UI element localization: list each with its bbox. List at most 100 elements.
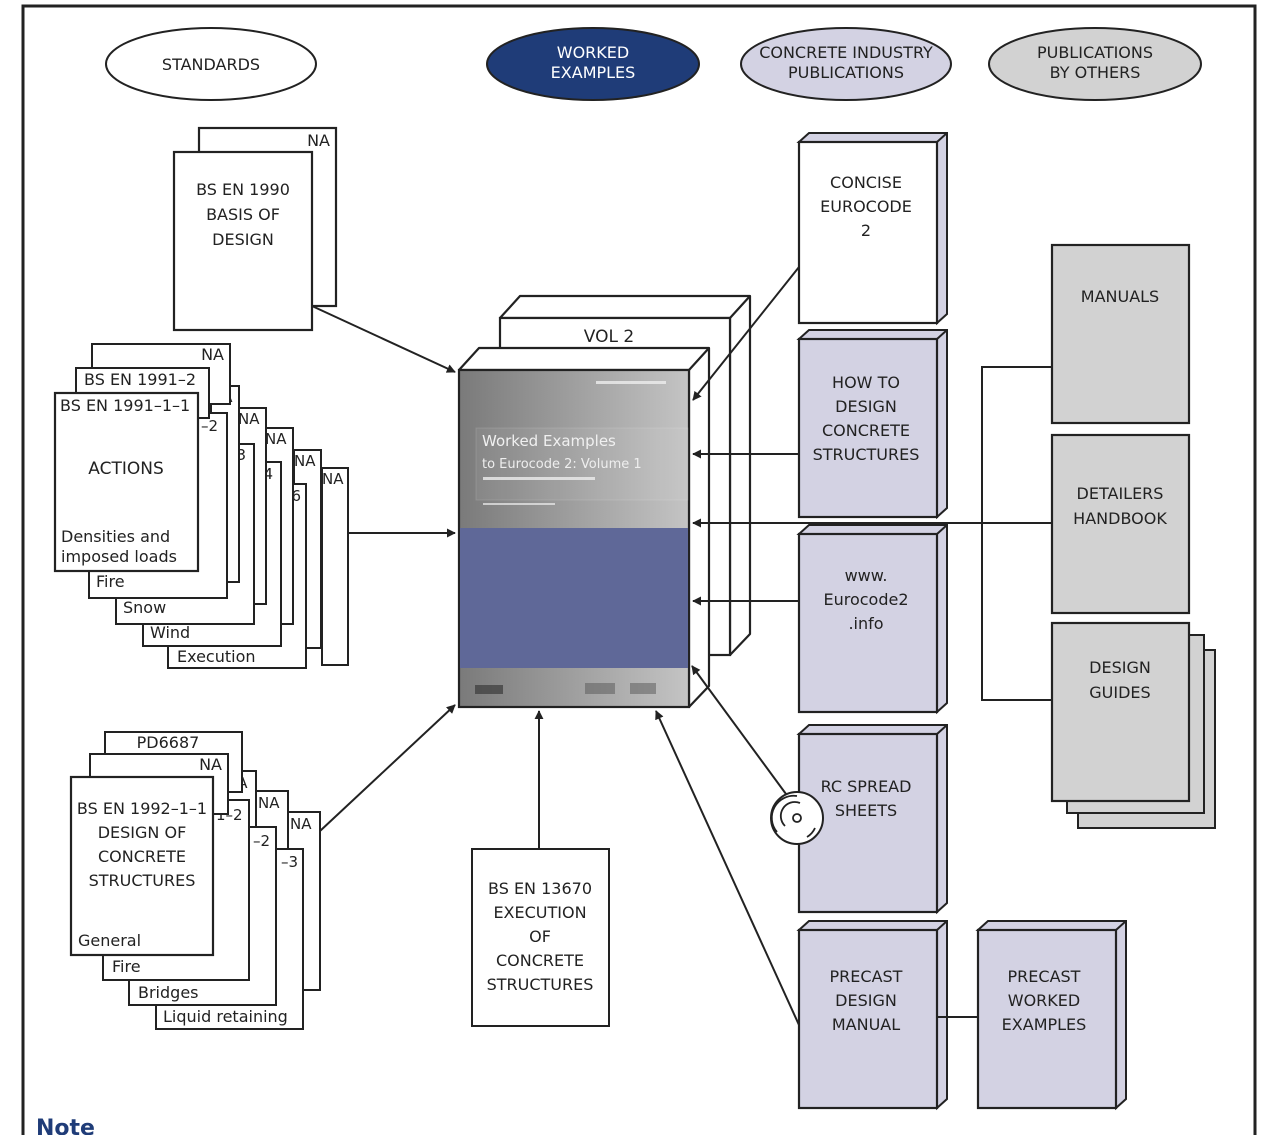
doc-title: PD6687 (137, 733, 200, 752)
doc-line: BS EN 1992–1–1 (77, 799, 207, 818)
doc-sub: Densities and (61, 527, 170, 546)
concrete-pub-spreadsheets: RC SPREAD SHEETS (770, 724, 948, 915)
legend-concrete-line2: PUBLICATIONS (788, 63, 904, 82)
pub-line: www. (845, 566, 888, 585)
doc-line: DESIGN OF (98, 823, 187, 842)
doc-line: BS EN 1990 (196, 180, 290, 199)
note-heading: Note (36, 1116, 95, 1135)
pub-line: HANDBOOK (1073, 509, 1167, 528)
doc-line: OF (529, 927, 551, 946)
doc-line: BS EN 13670 (488, 879, 592, 898)
pub-line: RC SPREAD (821, 777, 912, 796)
legend-concrete-industry: CONCRETE INDUSTRY PUBLICATIONS (740, 27, 952, 101)
connectors (311, 266, 1052, 1026)
part-name: Wind (150, 623, 190, 642)
doc-line: EXECUTION (493, 903, 586, 922)
cover-title: Worked Examples (482, 432, 616, 450)
legend-standards-label: STANDARDS (162, 55, 260, 74)
pub-line: EXAMPLES (1002, 1015, 1087, 1034)
concrete-design-doc-stack: NA NA –3 Liquid retaining NA –2 Bridges … (69, 731, 321, 1030)
pub-line: EUROCODE (820, 197, 912, 216)
na-label: NA (294, 452, 316, 470)
doc-line: STRUCTURES (487, 975, 594, 994)
legend-worked-examples: WORKED EXAMPLES (486, 27, 700, 101)
vol1-book: Worked Examples to Eurocode 2: Volume 1 (457, 346, 711, 709)
pub-line: DESIGN (1089, 658, 1151, 677)
legend-others-line1: PUBLICATIONS (1037, 43, 1153, 62)
concrete-pub-precast-examples: PRECAST WORKED EXAMPLES (975, 920, 1127, 1111)
others-pub-detailers: DETAILERS HANDBOOK (1050, 433, 1191, 615)
actions-doc-stack: NA NA –6 Execution NA –4 Wind NA –3 Snow… (53, 343, 349, 669)
na-label: NA (201, 345, 224, 364)
part-name: Fire (112, 957, 141, 976)
doc-sub: imposed loads (61, 547, 177, 566)
part-name: Bridges (138, 983, 199, 1002)
legend-worked-line2: EXAMPLES (551, 63, 636, 82)
cover-band (460, 528, 688, 668)
doc-line: BASIS OF (206, 205, 280, 224)
pub-line: STRUCTURES (813, 445, 920, 464)
pub-line: CONCRETE (822, 421, 910, 440)
diagram-frame (21, 4, 1257, 1135)
sponsor-logo (630, 683, 656, 694)
doc-line: DESIGN (212, 230, 274, 249)
cd-icon (770, 791, 824, 845)
publisher-logo (475, 685, 503, 694)
doc-heading: ACTIONS (88, 459, 164, 479)
arrow-spreadsheets-to-book (691, 665, 787, 795)
legend-others: PUBLICATIONS BY OTHERS (988, 27, 1202, 101)
arrow-basis-to-book (311, 305, 456, 373)
pub-line: GUIDES (1089, 683, 1150, 702)
na-label: NA (258, 794, 280, 812)
na-label: NA (290, 815, 312, 833)
legend-concrete-line1: CONCRETE INDUSTRY (759, 43, 933, 62)
others-pub-design-guides: DESIGN GUIDES (1050, 621, 1216, 829)
pub-line: HOW TO (832, 373, 900, 392)
vol2-label: VOL 2 (584, 327, 634, 347)
na-label: NA (199, 755, 222, 774)
sponsor-logo (585, 683, 615, 694)
execution-doc: BS EN 13670 EXECUTION OF CONCRETE STRUCT… (471, 848, 610, 1027)
others-pub-manuals: MANUALS (1050, 243, 1191, 425)
doc-line: CONCRETE (98, 847, 186, 866)
legend-others-line2: BY OTHERS (1050, 63, 1141, 82)
pub-line: CONCISE (830, 173, 902, 192)
central-book: VOL 2 Worked Examples to Eurocode 2: Vol… (457, 294, 752, 709)
part-name: Execution (177, 647, 256, 666)
pub-line: 2 (861, 221, 871, 240)
pub-line: MANUALS (1081, 287, 1159, 306)
arrow-concise-to-book (692, 266, 800, 401)
pub-line: .info (848, 614, 883, 633)
part-code: –2 (253, 832, 270, 850)
pub-line: WORKED (1008, 991, 1080, 1010)
pub-line: DETAILERS (1077, 484, 1164, 503)
pub-line: Eurocode2 (823, 590, 908, 609)
doc-title: BS EN 1991–1–1 (60, 396, 190, 415)
na-label: NA (265, 430, 287, 448)
doc-line: STRUCTURES (89, 871, 196, 890)
concrete-pub-concise: CONCISE EUROCODE 2 (796, 132, 948, 326)
doc-line: CONCRETE (496, 951, 584, 970)
part-name: Fire (96, 572, 125, 591)
pub-line: DESIGN (835, 991, 897, 1010)
na-label: NA (322, 470, 344, 488)
part-name: Snow (123, 598, 166, 617)
concrete-pub-website: www. Eurocode2 .info (796, 524, 948, 715)
pub-line: SHEETS (835, 801, 897, 820)
cover-subtitle: to Eurocode 2: Volume 1 (482, 457, 642, 472)
concrete-pub-how-to: HOW TO DESIGN CONCRETE STRUCTURES (796, 329, 948, 520)
doc-title: BS EN 1991–2 (84, 370, 196, 389)
pub-line: PRECAST (1008, 967, 1081, 986)
others-bracket (981, 366, 1052, 701)
pub-line: DESIGN (835, 397, 897, 416)
arrow-precast-to-book (655, 710, 800, 1026)
pub-line: PRECAST (830, 967, 903, 986)
basis-of-design-doc: NA BS EN 1990 BASIS OF DESIGN (172, 126, 338, 332)
part-code: –2 (201, 417, 218, 435)
doc-sub: General (78, 931, 141, 950)
na-label: NA (307, 131, 330, 150)
arrow-design-to-book (319, 704, 456, 832)
legend-worked-line1: WORKED (557, 43, 629, 62)
na-label: NA (238, 410, 260, 428)
